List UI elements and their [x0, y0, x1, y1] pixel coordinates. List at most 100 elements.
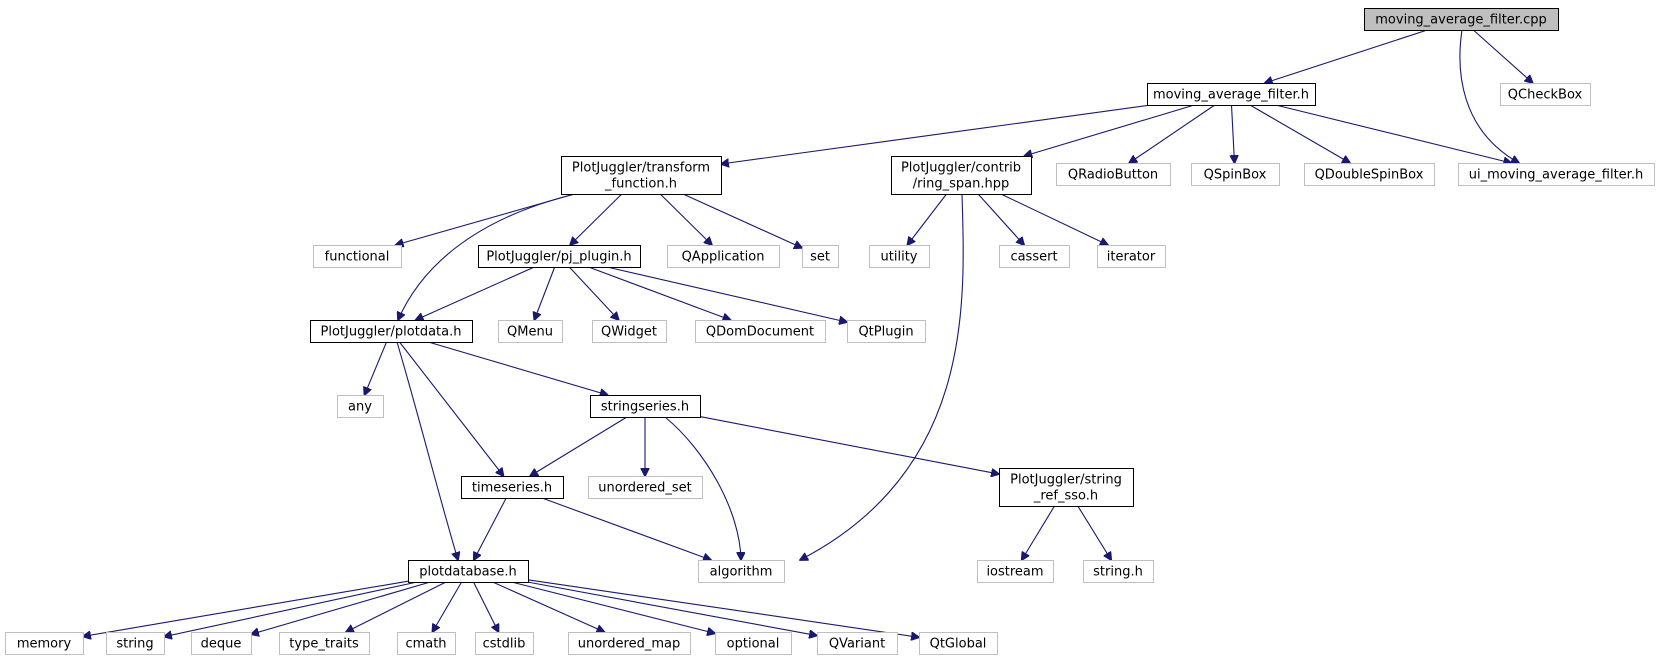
node-qmenu: QMenu: [498, 320, 563, 343]
node-box: [191, 632, 252, 655]
node-optional: optional: [715, 632, 792, 655]
edges-layer: [83, 29, 1533, 637]
node-qdom: QDomDocument: [695, 320, 826, 343]
node-box: [698, 560, 785, 583]
edge-pj_plugin-to-qmenu: [534, 266, 556, 320]
node-label: QRadioButton: [1068, 168, 1158, 183]
edge-maf_cpp-to-ui_maf: [1459, 29, 1519, 163]
edge-stringseries-to-algorithm: [664, 416, 741, 560]
node-box: [869, 245, 930, 268]
node-box: [498, 320, 563, 343]
edge-plotdata-to-stringseries: [428, 341, 607, 395]
edge-tf_h-to-set: [682, 193, 802, 248]
node-unordered_map: unordered_map: [568, 632, 691, 655]
node-pj_plugin[interactable]: PlotJuggler/pj_plugin.h: [478, 245, 641, 268]
node-box: [1304, 163, 1435, 186]
node-label: PlotJuggler/plotdata.h: [321, 325, 462, 340]
node-label: timeseries.h: [472, 481, 552, 496]
edge-ring_span-to-cassert: [977, 193, 1024, 245]
node-label: utility: [881, 250, 918, 265]
edge-pj_plugin-to-qtplugin: [606, 266, 847, 322]
node-box: [919, 632, 998, 655]
node-box: [592, 320, 667, 343]
node-tf_h[interactable]: PlotJuggler/transform_function.h: [561, 156, 722, 195]
node-box: [568, 632, 691, 655]
node-label: functional: [325, 250, 390, 265]
node-maf_h[interactable]: moving_average_filter.h: [1147, 83, 1316, 106]
edge-tf_h-to-pj_plugin: [570, 193, 623, 245]
edge-maf_h-to-ui_maf: [1275, 104, 1512, 163]
node-stringseries[interactable]: stringseries.h: [590, 395, 701, 418]
edge-maf_cpp-to-maf_h: [1265, 29, 1428, 83]
node-box: [715, 632, 792, 655]
node-box: [588, 476, 703, 499]
node-plotdatabase[interactable]: plotdatabase.h: [408, 560, 529, 583]
node-iostream: iostream: [977, 560, 1054, 583]
node-box: [461, 476, 564, 499]
node-label: QDomDocument: [706, 325, 814, 340]
node-label: plotdatabase.h: [419, 565, 517, 580]
node-box: [1083, 560, 1154, 583]
node-cstdlib: cstdlib: [475, 632, 534, 655]
node-cmath: cmath: [397, 632, 456, 655]
edge-maf_cpp-to-qcheckbox: [1472, 29, 1532, 83]
node-box: [1191, 163, 1280, 186]
node-qvariant: QVariant: [817, 632, 898, 655]
node-label: _ref_sso.h: [1033, 489, 1098, 504]
node-label: PlotJuggler/contrib: [901, 161, 1021, 176]
node-label: QMenu: [507, 325, 553, 340]
node-box: [1500, 83, 1591, 106]
node-cassert: cassert: [999, 245, 1070, 268]
node-qapp: QApplication: [667, 245, 780, 268]
node-qdspin: QDoubleSpinBox: [1304, 163, 1435, 186]
node-label: PlotJuggler/pj_plugin.h: [486, 250, 631, 265]
node-any: any: [337, 395, 384, 418]
node-label: cstdlib: [483, 637, 526, 652]
node-label: moving_average_filter.h: [1153, 88, 1309, 103]
node-label: stringseries.h: [601, 400, 689, 415]
node-qtplugin: QtPlugin: [847, 320, 926, 343]
node-string_ref[interactable]: PlotJuggler/string_ref_sso.h: [999, 468, 1134, 507]
node-label: PlotJuggler/string: [1010, 473, 1122, 488]
node-qspin: QSpinBox: [1191, 163, 1280, 186]
node-box: [695, 320, 826, 343]
edge-pj_plugin-to-plotdata: [416, 266, 535, 320]
node-plotdata[interactable]: PlotJuggler/plotdata.h: [310, 320, 473, 343]
node-box: [667, 245, 780, 268]
node-label: set: [810, 250, 830, 265]
node-box: [337, 395, 384, 418]
edge-stringseries-to-string_ref: [699, 416, 999, 475]
node-utility: utility: [869, 245, 930, 268]
edge-plotdatabase-to-unordered_map: [492, 581, 605, 632]
node-label: _function.h: [604, 177, 677, 192]
node-label: QSpinBox: [1204, 168, 1267, 183]
node-string_h: string.h: [1083, 560, 1154, 583]
edge-ring_span-to-utility: [907, 193, 947, 245]
node-ring_span[interactable]: PlotJuggler/contrib/ring_span.hpp: [891, 156, 1032, 195]
node-label: QtGlobal: [930, 637, 987, 652]
node-string: string: [106, 632, 165, 655]
node-label: deque: [201, 637, 242, 652]
node-box: [1364, 8, 1559, 31]
node-qwidget: QWidget: [592, 320, 667, 343]
node-label: /ring_span.hpp: [913, 177, 1009, 192]
edge-ring_span-to-iterator: [1000, 193, 1108, 245]
edge-plotdata-to-any: [365, 341, 388, 395]
edge-plotdatabase-to-memory: [83, 580, 409, 636]
node-box: [310, 320, 473, 343]
node-label: unordered_set: [598, 481, 691, 496]
node-timeseries[interactable]: timeseries.h: [461, 476, 564, 499]
node-box: [106, 632, 165, 655]
node-maf_cpp[interactable]: moving_average_filter.cpp: [1364, 8, 1559, 31]
node-label: QVariant: [829, 637, 885, 652]
edge-tf_h-to-qapp: [659, 193, 712, 245]
node-box: [475, 632, 534, 655]
node-label: unordered_map: [578, 637, 681, 652]
node-box: [999, 245, 1070, 268]
edge-plotdatabase-to-deque: [251, 581, 431, 634]
node-box: [891, 156, 1032, 195]
node-set: set: [802, 245, 839, 268]
node-label: PlotJuggler/transform: [572, 161, 710, 176]
edge-plotdatabase-to-cstdlib: [473, 581, 499, 632]
